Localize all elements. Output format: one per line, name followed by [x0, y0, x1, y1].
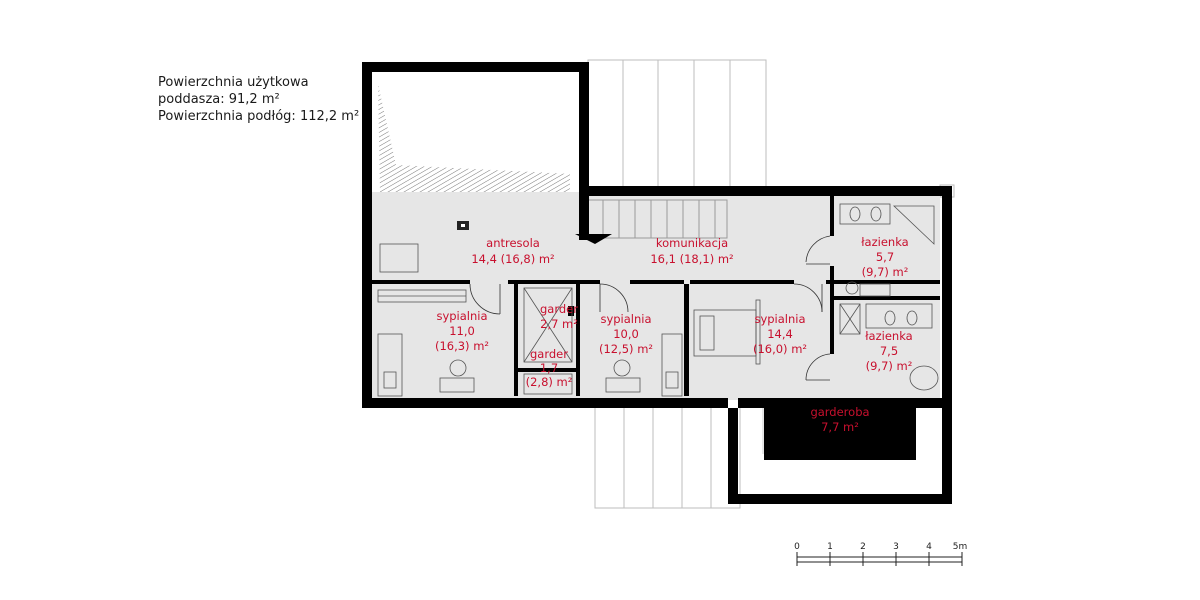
scale-bar: 0 1 2 3 4 5m [794, 542, 967, 566]
scale-tick-1: 1 [827, 542, 833, 552]
room-lazienka1-area: 5,7 [876, 250, 894, 264]
room-sypialnia2-name: sypialnia [600, 312, 651, 326]
roof-slats-bottom [594, 397, 741, 509]
room-sypialnia2-floor: (12,5) m² [599, 342, 653, 356]
room-garderoba-area: 7,7 m² [821, 420, 859, 434]
room-garder2-name: garder [530, 347, 568, 361]
room-sypialnia1-floor: (16,3) m² [435, 339, 489, 353]
room-antresola-area: 14,4 (16,8) m² [471, 252, 554, 266]
room-garder1-name: garder [540, 302, 578, 316]
room-lazienka2-floor: (9,7) m² [866, 359, 913, 373]
floor-area-value: Powierzchnia podłóg: 112,2 m² [158, 109, 360, 124]
room-garder2-floor: (2,8) m² [526, 375, 573, 389]
room-antresola-name: antresola [486, 236, 540, 250]
exterior-walls [362, 62, 952, 504]
area-summary: Powierzchnia użytkowa poddasza: 91,2 m² … [158, 74, 359, 125]
room-lazienka2-area: 7,5 [880, 344, 898, 358]
roof-slats-top [587, 59, 955, 198]
room-sypialnia3-name: sypialnia [754, 312, 805, 326]
room-lazienka1-name: łazienka [861, 235, 908, 249]
scale-tick-3: 3 [893, 542, 899, 552]
sloped-wall-hatch [378, 84, 570, 192]
room-garderoba-name: garderoba [810, 405, 869, 419]
scale-tick-0: 0 [794, 542, 800, 552]
room-lazienka1-floor: (9,7) m² [862, 265, 909, 279]
usable-area-label: Powierzchnia użytkowa [158, 75, 309, 90]
room-sypialnia1-area: 11,0 [449, 324, 475, 338]
attic-area-value: poddasza: 91,2 m² [158, 92, 280, 107]
door-swings [469, 235, 831, 381]
room-garder1-area: 2,7 m² [540, 317, 578, 331]
interior-walls [372, 196, 940, 396]
room-sypialnia3-area: 14,4 [767, 327, 793, 341]
scale-tick-2: 2 [860, 542, 866, 552]
room-garder2-area: 1,7 [540, 361, 558, 375]
room-sypialnia3-floor: (16,0) m² [753, 342, 807, 356]
room-komunikacja-name: komunikacja [656, 236, 728, 250]
scale-tick-4: 4 [926, 542, 932, 552]
room-lazienka2-name: łazienka [865, 329, 912, 343]
room-komunikacja-area: 16,1 (18,1) m² [650, 252, 733, 266]
room-sypialnia1-name: sypialnia [436, 309, 487, 323]
scale-tick-5: 5m [953, 542, 968, 552]
room-sypialnia2-area: 10,0 [613, 327, 639, 341]
